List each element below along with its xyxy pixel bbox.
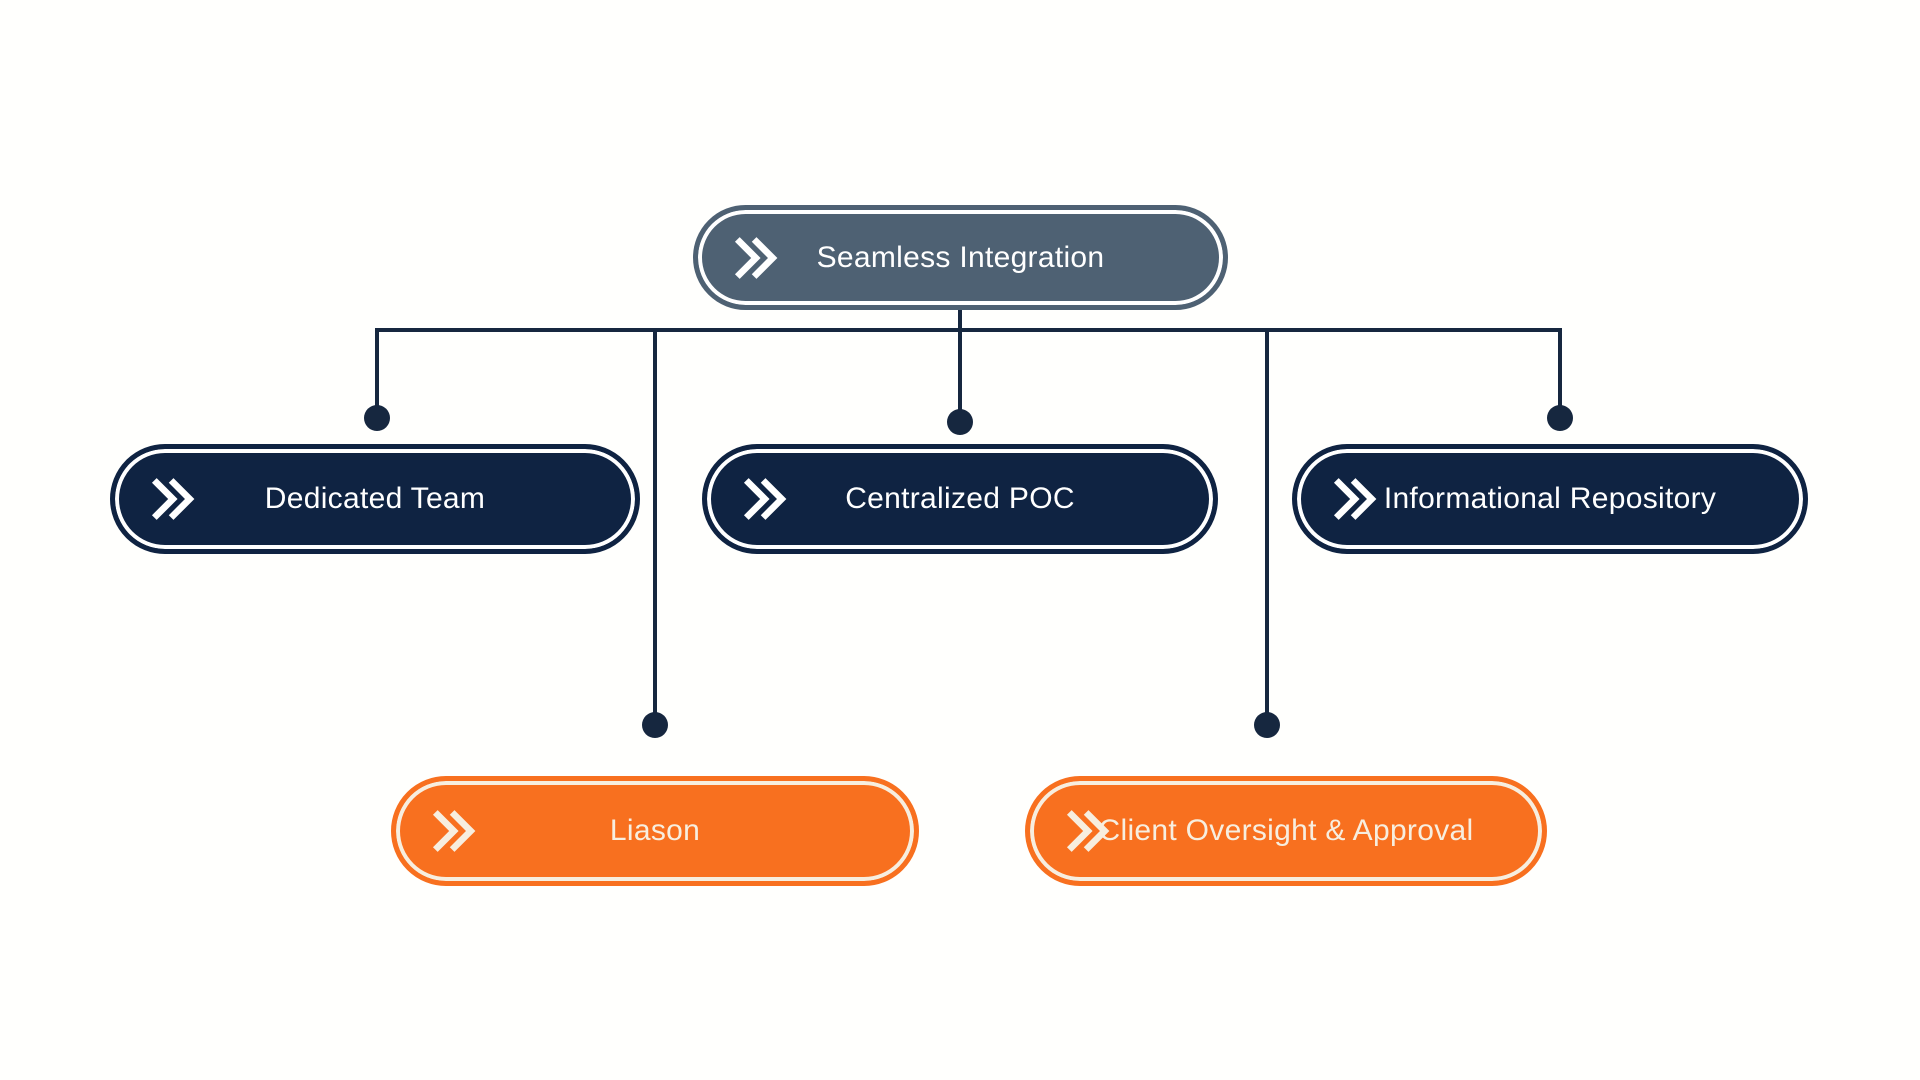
connector-horizontal-bus — [375, 328, 1562, 332]
node-seamless-integration: Seamless Integration — [693, 205, 1228, 310]
double-chevron-right-icon — [732, 233, 778, 283]
double-chevron-right-icon — [1064, 806, 1110, 856]
connector-drop-informational-repository — [1558, 328, 1562, 418]
connector-drop-liason — [653, 328, 657, 725]
node-label: Dedicated Team — [264, 482, 486, 515]
double-chevron-right-icon — [149, 474, 195, 524]
node-informational-repository: Informational Repository — [1292, 444, 1808, 554]
connector-drop-centralized-poc — [958, 328, 962, 420]
double-chevron-right-icon — [1331, 474, 1377, 524]
double-chevron-right-icon — [741, 474, 787, 524]
connector-dot-liason — [642, 712, 668, 738]
node-client-oversight-approval: Client Oversight & Approval — [1025, 776, 1547, 886]
double-chevron-right-icon — [430, 806, 476, 856]
node-label: Client Oversight & Approval — [1098, 814, 1474, 847]
node-centralized-poc: Centralized POC — [702, 444, 1218, 554]
connector-dot-dedicated-team — [364, 405, 390, 431]
connector-dot-centralized-poc — [947, 409, 973, 435]
connector-drop-client-oversight — [1265, 328, 1269, 725]
connector-dot-client-oversight — [1254, 712, 1280, 738]
node-label: Liason — [609, 814, 701, 847]
connector-drop-dedicated-team — [375, 328, 379, 418]
node-dedicated-team: Dedicated Team — [110, 444, 640, 554]
node-label: Seamless Integration — [816, 240, 1105, 274]
node-label: Informational Repository — [1383, 482, 1717, 515]
node-label: Centralized POC — [845, 482, 1075, 515]
node-liason: Liason — [391, 776, 919, 886]
connector-stub-root — [958, 306, 962, 332]
connector-dot-informational-repository — [1547, 405, 1573, 431]
